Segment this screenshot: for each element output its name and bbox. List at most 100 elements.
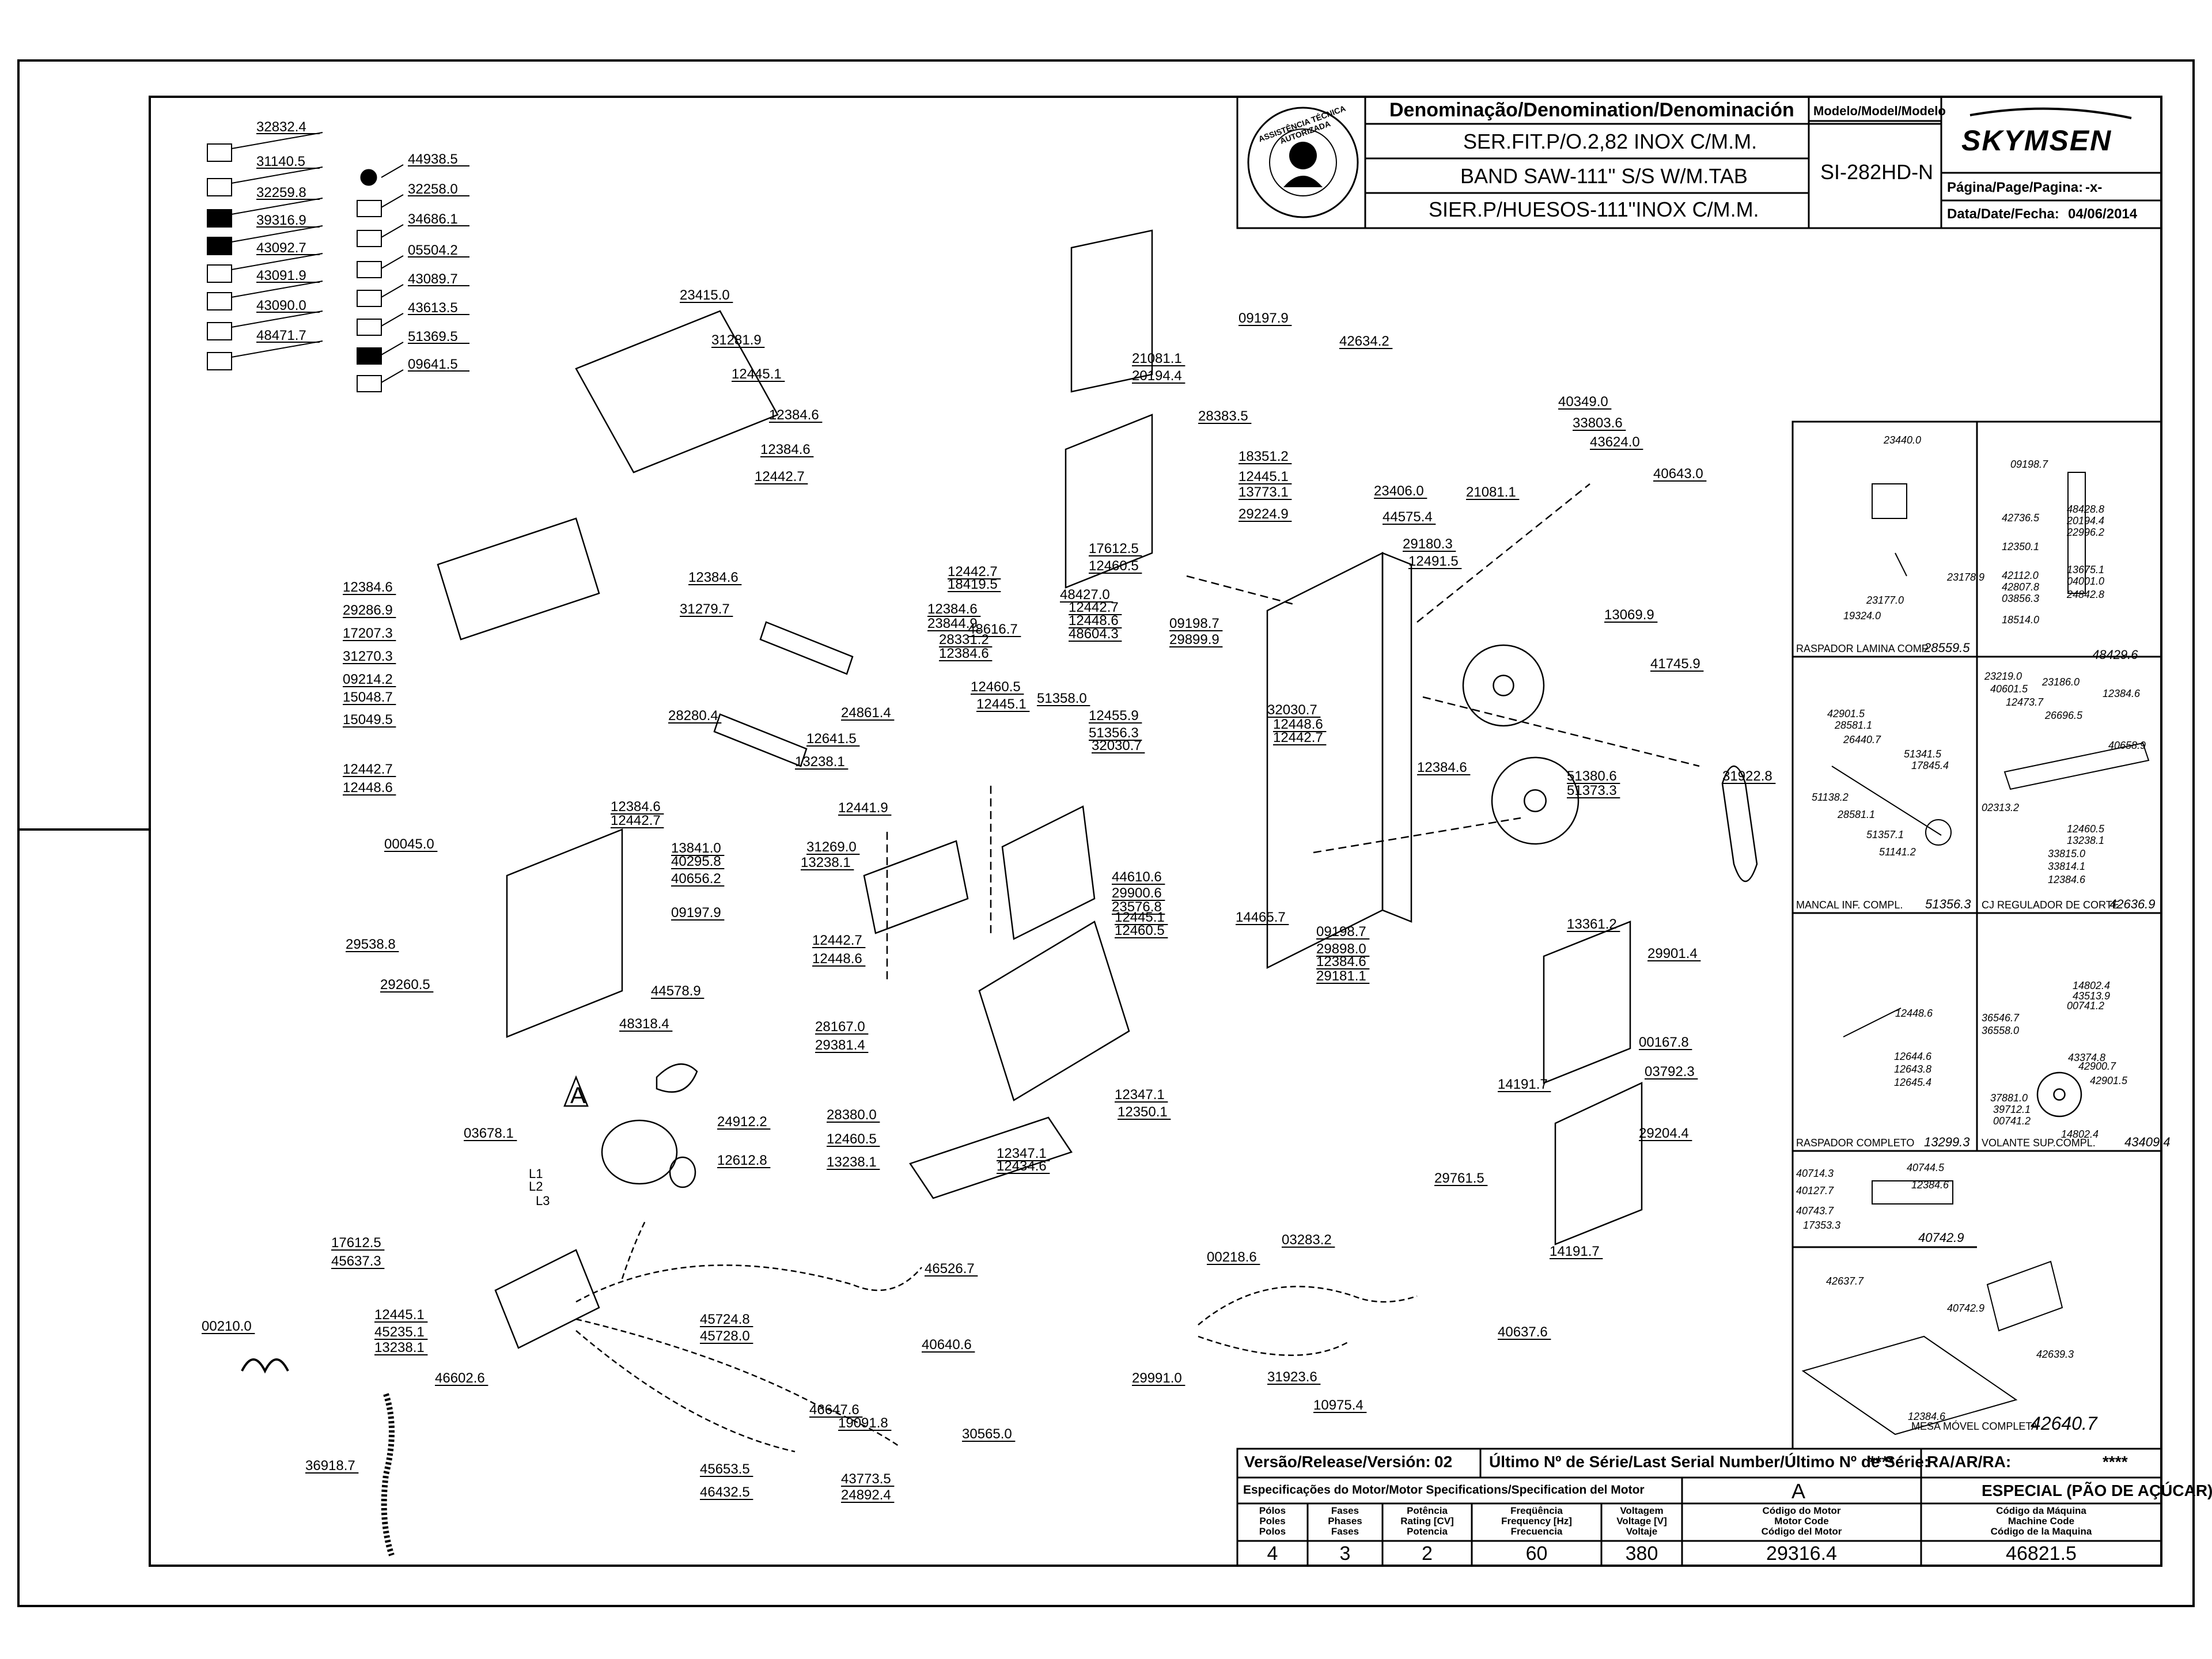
wiring-harness bbox=[575, 1330, 796, 1453]
part-label: 29900.6 bbox=[1112, 885, 1162, 901]
regulator-bar bbox=[2003, 742, 2150, 790]
part-label: 12442.7 bbox=[343, 762, 393, 777]
detail-part-label: 13238.1 bbox=[2067, 835, 2104, 846]
part-label: 12347.1 bbox=[1115, 1087, 1165, 1103]
part-label: 44610.6 bbox=[1112, 869, 1162, 885]
part-label: 18419.5 bbox=[948, 577, 998, 592]
part-label: 14465.7 bbox=[1236, 910, 1286, 925]
part-label: 40637.6 bbox=[1498, 1324, 1548, 1340]
detail-panel-code: 42636.9 bbox=[2109, 897, 2156, 911]
legend-symbol-right bbox=[357, 319, 382, 336]
part-label: 29224.9 bbox=[1238, 506, 1289, 522]
wheel-hub bbox=[2053, 1088, 2066, 1101]
part-label: 40295.8 bbox=[671, 854, 721, 869]
part-label: 13238.1 bbox=[374, 1340, 425, 1355]
detail-part-label: 12384.6 bbox=[2048, 874, 2086, 885]
part-label: 29538.8 bbox=[346, 937, 396, 952]
part-label: 00210.0 bbox=[202, 1319, 252, 1334]
part-label: 12384.6 bbox=[769, 407, 819, 423]
detail-part-label: 12644.6 bbox=[1894, 1051, 1932, 1062]
name-en: BAND SAW-111" S/S W/M.TAB bbox=[1460, 164, 1748, 188]
legend-label-right: 51369.5 bbox=[408, 329, 458, 344]
part-label: 12445.1 bbox=[1238, 469, 1289, 484]
machine-part-outline bbox=[1543, 921, 1631, 1084]
part-label: 33803.6 bbox=[1573, 415, 1623, 431]
part-label: 30565.0 bbox=[962, 1426, 1012, 1442]
detail-part-label: 42901.5 bbox=[2090, 1075, 2128, 1086]
assembly-axis bbox=[1313, 817, 1521, 854]
detail-part-label: 12460.5 bbox=[2067, 823, 2105, 835]
machine-part-outline bbox=[1001, 805, 1096, 940]
part-label: 28383.5 bbox=[1198, 408, 1248, 424]
detail-part-label: 42807.8 bbox=[2002, 581, 2039, 593]
part-label: 12442.7 bbox=[611, 813, 661, 828]
part-label: 46526.7 bbox=[925, 1261, 975, 1277]
detail-panel-code: 48429.6 bbox=[2092, 647, 2138, 662]
saw-blade-band bbox=[1721, 765, 1758, 882]
part-label: 43773.5 bbox=[841, 1471, 891, 1487]
part-label: 15049.5 bbox=[343, 712, 393, 728]
part-label: 14191.7 bbox=[1550, 1244, 1600, 1259]
machine-part-outline bbox=[437, 517, 600, 641]
detail-part-label: 40714.3 bbox=[1796, 1168, 1834, 1179]
part-label: 23406.0 bbox=[1374, 483, 1424, 499]
scraper-block bbox=[1872, 483, 1907, 519]
part-callouts: 32832.431140.532259.839316.943092.743091… bbox=[202, 119, 2171, 1503]
serial-label: Último Nº de Série/Last Serial Number/Úl… bbox=[1489, 1453, 1930, 1471]
legend-label-left: 31140.5 bbox=[256, 154, 305, 169]
band-wheel bbox=[1491, 756, 1580, 845]
part-label: 40656.2 bbox=[671, 871, 721, 887]
legend-label-left: 43091.9 bbox=[256, 268, 306, 283]
part-label: 13361.2 bbox=[1567, 916, 1617, 932]
machine-part-outline bbox=[1070, 229, 1153, 393]
machine-part-outline bbox=[863, 840, 969, 934]
detail-part-label: 12473.7 bbox=[2006, 696, 2044, 708]
brand-swoosh bbox=[1969, 107, 2132, 119]
machine-exploded-view bbox=[241, 229, 2082, 1556]
detail-panel-code: 51356.3 bbox=[1925, 897, 1971, 911]
wiring-harness bbox=[621, 1221, 646, 1279]
part-label: 40640.6 bbox=[922, 1337, 972, 1353]
detail-part-label: 37881.0 bbox=[1990, 1092, 2028, 1104]
motor-pulley bbox=[669, 1156, 696, 1188]
page-label: Página/Page/Pagina: bbox=[1947, 180, 2084, 195]
brand-logo: SKYMSEN bbox=[1961, 124, 2112, 157]
spec-value-6: 46821.5 bbox=[2006, 1543, 2077, 1565]
label-legend-symbols bbox=[207, 132, 404, 392]
name-es: SIER.P/HUESOS-111"INOX C/M.M. bbox=[1429, 198, 1759, 221]
detail-part-label: 43374.8 bbox=[2068, 1052, 2105, 1063]
detail-part-label: 18514.0 bbox=[2002, 614, 2039, 626]
detail-part-label: 36558.0 bbox=[1982, 1025, 2019, 1036]
motor-wire-label: L3 bbox=[536, 1194, 550, 1208]
legend-label-left: 43092.7 bbox=[256, 240, 306, 256]
part-label: 09198.7 bbox=[1316, 924, 1366, 940]
part-label: 24912.2 bbox=[717, 1114, 767, 1130]
part-label: 23576.8 bbox=[1112, 899, 1162, 915]
part-label: 12612.8 bbox=[717, 1153, 767, 1168]
legend-label-left: 43090.0 bbox=[256, 298, 306, 313]
part-label: 31279.7 bbox=[680, 601, 730, 617]
part-label: 24861.4 bbox=[841, 705, 891, 721]
motor-callout-letter: A bbox=[570, 1083, 586, 1108]
part-label: 32030.7 bbox=[1092, 738, 1142, 753]
legend-label-left: 32832.4 bbox=[256, 119, 306, 135]
part-label: 09197.9 bbox=[1238, 310, 1289, 326]
part-label: 12445.1 bbox=[732, 366, 782, 382]
part-label: 12445.1 bbox=[374, 1307, 425, 1323]
part-label: 15048.7 bbox=[343, 690, 393, 705]
legend-symbol-left bbox=[207, 178, 232, 196]
part-label: 09214.2 bbox=[343, 672, 393, 687]
part-label: 31270.3 bbox=[343, 649, 393, 664]
wiring-harness bbox=[1198, 1335, 1349, 1356]
page-value: -x- bbox=[2085, 180, 2103, 195]
part-label: 51380.6 bbox=[1567, 768, 1617, 784]
mobile-table bbox=[1801, 1335, 2018, 1435]
detail-part-label: 23186.0 bbox=[2041, 676, 2080, 688]
part-label: 48427.0 bbox=[1060, 587, 1110, 603]
model-value: SI-282HD-N bbox=[1820, 160, 1934, 184]
